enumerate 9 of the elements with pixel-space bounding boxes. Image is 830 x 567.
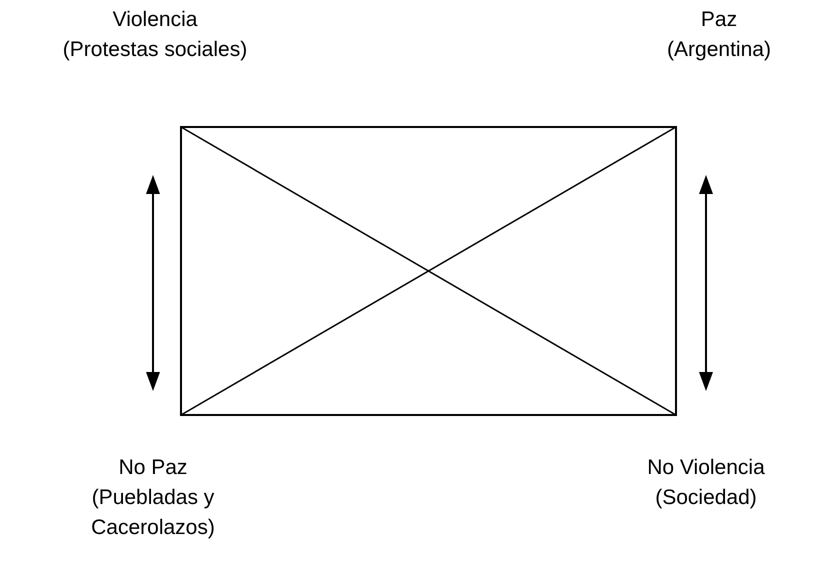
term-note: (Argentina) (667, 37, 771, 63)
term-label: No Violencia (647, 455, 765, 481)
term-note: (Protestas sociales) (62, 37, 248, 63)
term-label: No Paz (118, 455, 188, 481)
crossed-rectangle (180, 126, 677, 416)
term-note: (Puebladas y Cacerolazos) (90, 485, 216, 541)
term-label: Violencia (112, 7, 198, 33)
term-label: Paz (700, 7, 738, 33)
term-note: (Sociedad) (655, 485, 757, 511)
